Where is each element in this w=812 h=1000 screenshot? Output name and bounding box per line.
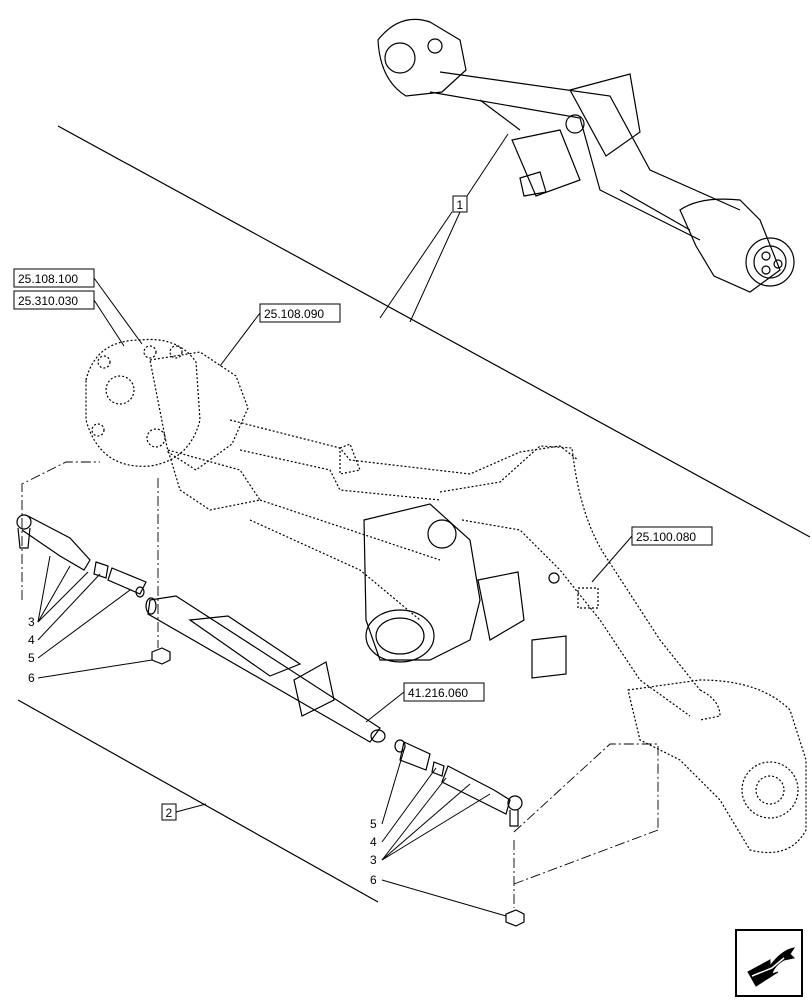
svg-text:4: 4: [370, 835, 377, 849]
svg-text:25.108.100: 25.108.100: [18, 272, 78, 286]
separator-line-upper: [57, 125, 811, 538]
callout-2: 2: [161, 803, 207, 821]
next-page-arrow-icon[interactable]: [735, 929, 803, 997]
ref-25-100-080[interactable]: 25.100.080: [591, 526, 713, 583]
separator-line-lower: [17, 699, 379, 903]
ref-25-108-100[interactable]: 25.108.100: [13, 268, 143, 345]
svg-text:5: 5: [370, 817, 377, 831]
svg-text:41.216.060: 41.216.060: [408, 686, 468, 700]
tie-rod-end-right: [394, 739, 523, 827]
svg-text:2: 2: [166, 806, 173, 820]
svg-text:4: 4: [28, 633, 35, 647]
ref-25-310-030[interactable]: 25.310.030: [13, 290, 125, 347]
assembly-lines: [21, 461, 659, 908]
nut-right: [505, 909, 525, 927]
svg-text:6: 6: [370, 873, 377, 887]
svg-text:6: 6: [28, 671, 35, 685]
axle-overview-icon: [377, 18, 795, 293]
callouts-left: 3 4 5 6: [28, 555, 153, 685]
svg-text:25.310.030: 25.310.030: [18, 294, 78, 308]
svg-text:1: 1: [457, 198, 464, 212]
ref-25-108-090[interactable]: 25.108.090: [219, 303, 341, 367]
svg-text:25.108.090: 25.108.090: [264, 307, 324, 321]
axle-housing: [85, 338, 807, 854]
callout-1: 1: [379, 133, 509, 323]
tie-rod-end-left: [16, 514, 147, 598]
svg-text:25.100.080: 25.100.080: [636, 530, 696, 544]
nut-left: [151, 647, 171, 665]
ref-41-216-060[interactable]: 41.216.060: [365, 682, 485, 723]
svg-text:5: 5: [28, 651, 35, 665]
svg-text:3: 3: [370, 853, 377, 867]
tie-rod: [145, 595, 386, 743]
svg-text:3: 3: [28, 615, 35, 629]
callouts-right: 5 4 3 6: [370, 749, 507, 917]
